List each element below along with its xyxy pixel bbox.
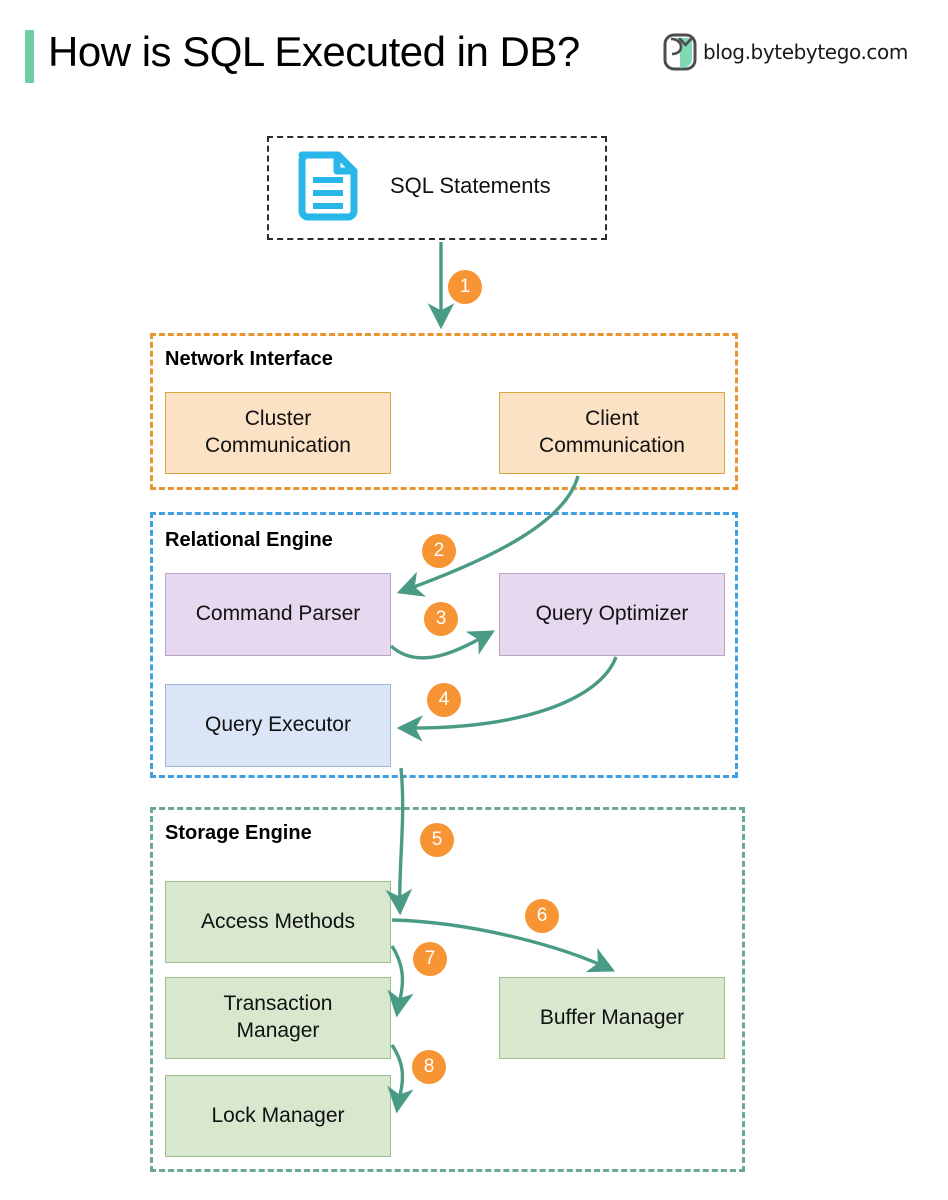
step-badge-6: 6 (525, 899, 559, 933)
node-access-methods[interactable]: Access Methods (165, 881, 391, 963)
node-label-line1: Transaction (223, 992, 333, 1016)
node-label: Query Optimizer (535, 602, 689, 626)
step-badge-7: 7 (413, 942, 447, 976)
node-query-optimizer[interactable]: Query Optimizer (499, 573, 725, 656)
step-badge-2: 2 (422, 534, 456, 568)
brand-watermark: blog.bytebytego.com (663, 33, 908, 71)
node-label-line2: Communication (205, 434, 351, 457)
step-badge-5: 5 (420, 823, 454, 857)
page-header: How is SQL Executed in DB? blog.bytebyte… (0, 0, 948, 110)
node-label: Access Methods (200, 909, 356, 933)
node-query-executor[interactable]: Query Executor (165, 684, 391, 767)
sql-statements-label: SQL Statements (390, 173, 551, 198)
document-icon (298, 151, 358, 221)
step-number: 6 (536, 905, 548, 926)
page-title: How is SQL Executed in DB? (48, 28, 580, 75)
group-storage-engine (150, 807, 745, 1172)
node-label: Command Parser (195, 602, 361, 626)
step-badge-8: 8 (412, 1050, 446, 1084)
step-number: 4 (438, 689, 450, 710)
title-accent-bar (25, 30, 34, 83)
node-cluster-communication[interactable]: Cluster Communication (165, 392, 391, 474)
node-client-communication[interactable]: Client Communication (499, 392, 725, 474)
node-lock-manager[interactable]: Lock Manager (165, 1075, 391, 1157)
step-number: 5 (431, 829, 443, 850)
node-label: Query Executor (205, 713, 351, 737)
step-number: 8 (423, 1056, 435, 1077)
node-label-line1: Cluster (244, 407, 312, 431)
node-label-line1: Client (585, 407, 639, 431)
step-number: 1 (459, 276, 471, 297)
node-buffer-manager[interactable]: Buffer Manager (499, 977, 725, 1059)
group-title-storage-engine: Storage Engine (165, 822, 312, 844)
group-title-network-interface: Network Interface (165, 348, 333, 370)
node-transaction-manager[interactable]: Transaction Manager (165, 977, 391, 1059)
step-badge-4: 4 (427, 683, 461, 717)
node-label: Lock Manager (211, 1103, 345, 1127)
node-label: Buffer Manager (539, 1005, 685, 1029)
node-label-line2: Communication (539, 434, 685, 457)
brand-url: blog.bytebytego.com (703, 40, 908, 64)
bytebytego-logo-icon (663, 33, 697, 71)
step-number: 2 (433, 540, 445, 561)
step-number: 3 (435, 608, 447, 629)
step-badge-3: 3 (424, 602, 458, 636)
step-badge-1: 1 (448, 270, 482, 304)
node-command-parser[interactable]: Command Parser (165, 573, 391, 656)
group-title-relational-engine: Relational Engine (165, 529, 333, 551)
sql-statements-container (267, 136, 607, 240)
step-number: 7 (424, 948, 436, 969)
node-label-line2: Manager (236, 1019, 320, 1042)
